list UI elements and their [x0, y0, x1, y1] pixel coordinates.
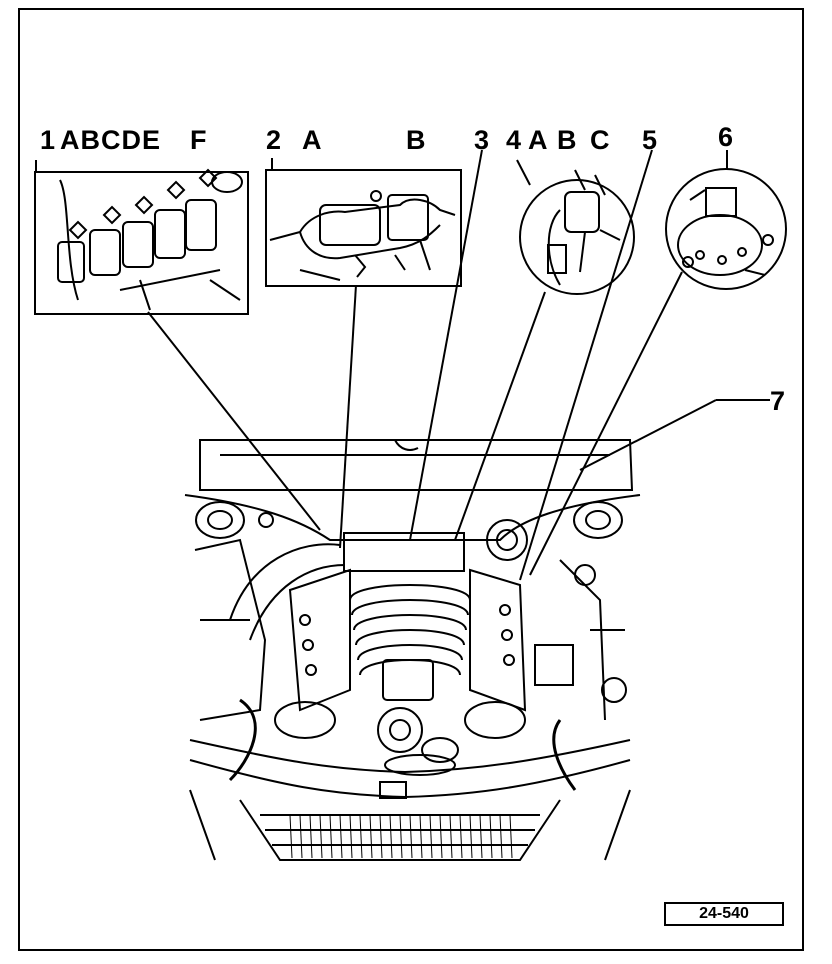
detail-inset-6: [665, 168, 787, 290]
callout-2-a: A: [302, 125, 322, 155]
figure-code: 24-540: [664, 902, 784, 926]
callout-3: 3: [474, 125, 490, 155]
callout-7: 7: [770, 386, 786, 416]
callout-1-letters: ABCDE: [60, 125, 162, 155]
callout-4-b: B: [557, 125, 577, 155]
leader-lines: [35, 149, 770, 581]
callout-1: 1: [40, 125, 56, 155]
detail-inset-4: [519, 169, 635, 295]
detail-inset-2: [265, 169, 462, 287]
callout-5: 5: [642, 125, 658, 155]
callout-4-a: A: [528, 125, 548, 155]
callout-2-b: B: [406, 125, 426, 155]
grille-hatching: [289, 814, 513, 859]
detail-inset-1: [34, 168, 249, 315]
callout-1-f: F: [190, 125, 207, 155]
callout-6: 6: [718, 122, 734, 152]
engine-bay: [184, 439, 641, 861]
callout-2: 2: [266, 125, 282, 155]
callout-4: 4: [506, 125, 522, 155]
figure-frame: [18, 8, 804, 951]
callout-4-c: C: [590, 125, 610, 155]
